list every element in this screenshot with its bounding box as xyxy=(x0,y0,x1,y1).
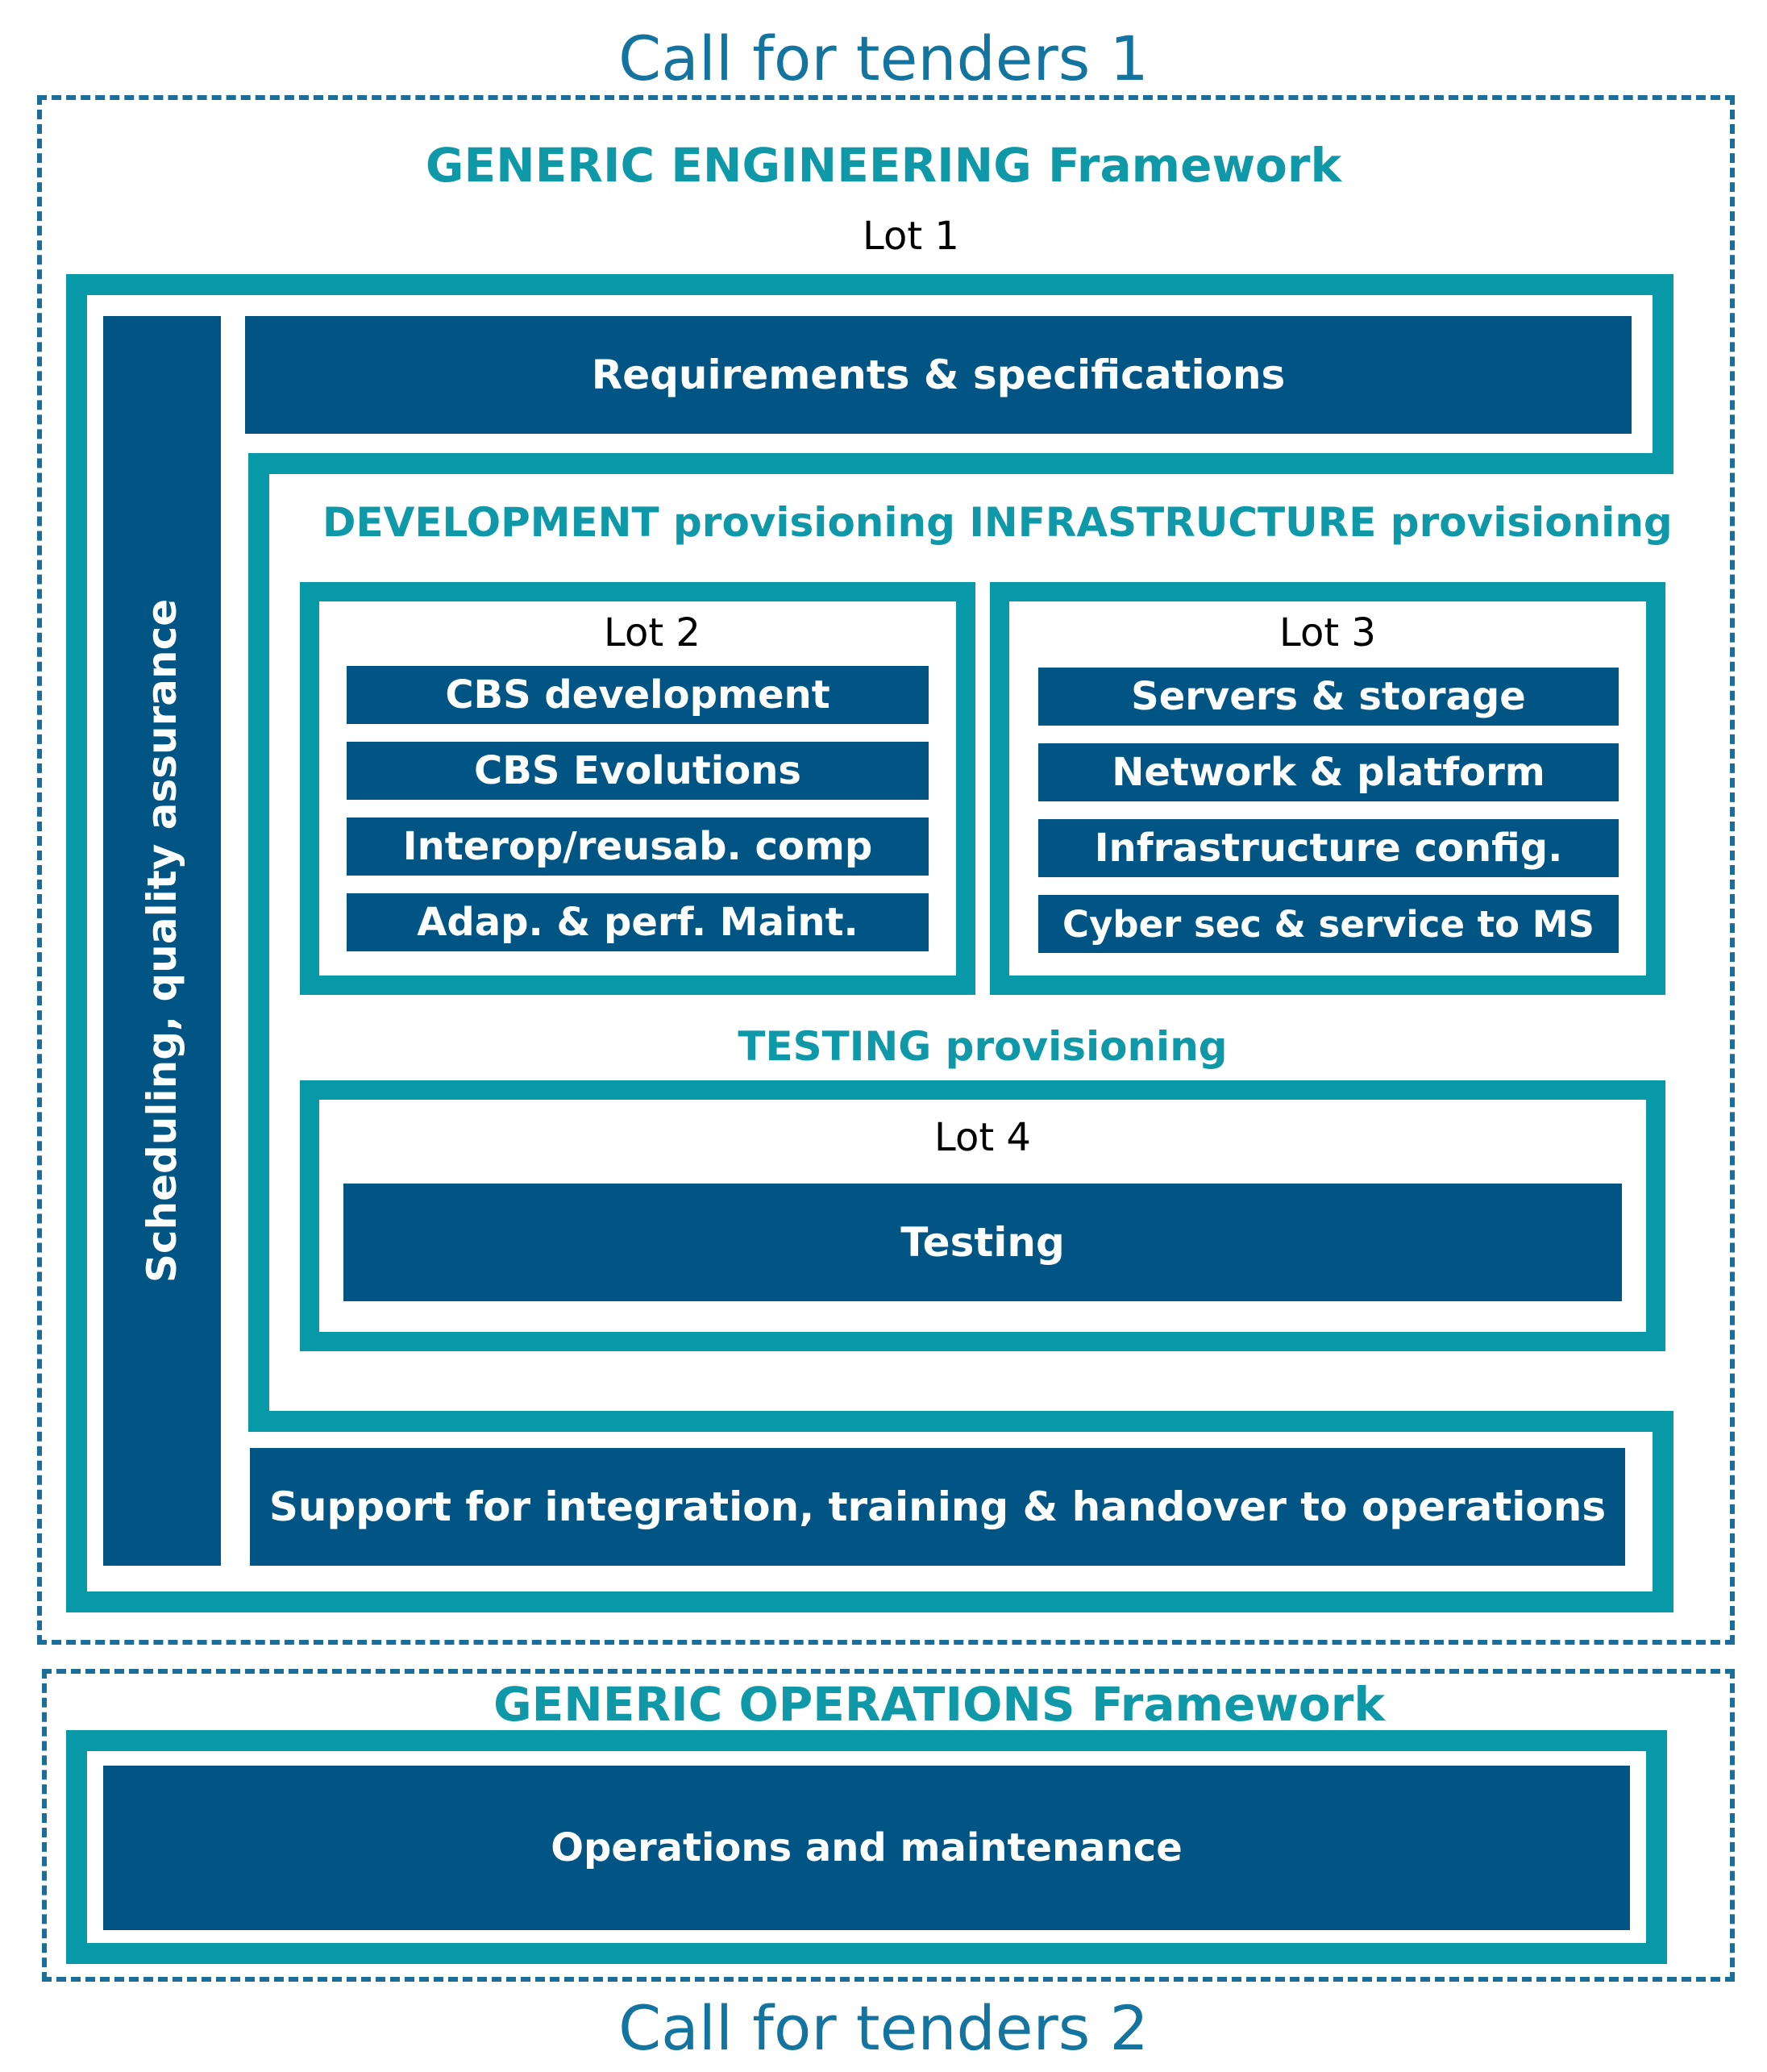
lot-1-border-bottom xyxy=(66,1591,1673,1612)
development-infrastructure-provisioning-heading: DEVELOPMENT provisioning INFRASTRUCTURE … xyxy=(322,499,1673,546)
call-for-tenders-2-title: Call for tenders 2 xyxy=(618,1992,1149,2064)
lot-1-border-left xyxy=(66,274,87,1612)
lot-2-item: CBS development xyxy=(347,666,929,724)
operations-maintenance-bar: Operations and maintenance xyxy=(103,1766,1630,1930)
lot-3-item: Infrastructure config. xyxy=(1038,819,1619,877)
lot-1-border-right-upper xyxy=(1653,274,1673,474)
lot-1-border-right-lower xyxy=(1653,1411,1673,1612)
lot-3-item: Servers & storage xyxy=(1038,668,1619,726)
call-for-tenders-1-title: Call for tenders 1 xyxy=(618,23,1149,94)
lot-1-border-notch-bottom xyxy=(248,1411,1673,1432)
lot-1-border-notch-left xyxy=(248,453,269,1432)
lot-1-border-notch-top xyxy=(248,453,1673,474)
lot-4-label: Lot 4 xyxy=(934,1115,1031,1160)
operations-framework-frame xyxy=(42,1669,1735,1982)
lot-2-label: Lot 2 xyxy=(604,610,701,655)
scheduling-quality-assurance-label: Scheduling, quality assurance xyxy=(139,598,185,1284)
testing-provisioning-heading: TESTING provisioning xyxy=(738,1023,1228,1070)
engineering-framework-title: GENERIC ENGINEERING Framework xyxy=(425,138,1342,193)
lot-3-label: Lot 3 xyxy=(1279,610,1376,655)
lot-2-item: CBS Evolutions xyxy=(347,742,929,800)
engineering-framework-frame xyxy=(37,95,1735,1645)
lot-1-border-top xyxy=(66,274,1673,295)
support-integration-bar: Support for integration, training & hand… xyxy=(250,1448,1625,1566)
requirements-specifications-bar: Requirements & specifications xyxy=(245,316,1632,434)
lot-2-item: Interop/reusab. comp xyxy=(347,818,929,876)
testing-bar: Testing xyxy=(343,1184,1622,1301)
lot-3-item: Cyber sec & service to MS xyxy=(1038,895,1619,953)
scheduling-quality-assurance-bar: Scheduling, quality assurance xyxy=(103,316,221,1566)
lot-2-item: Adap. & perf. Maint. xyxy=(347,893,929,951)
lot-3-item: Network & platform xyxy=(1038,743,1619,801)
lot-1-label: Lot 1 xyxy=(863,214,959,259)
operations-framework-title: GENERIC OPERATIONS Framework xyxy=(493,1677,1385,1732)
